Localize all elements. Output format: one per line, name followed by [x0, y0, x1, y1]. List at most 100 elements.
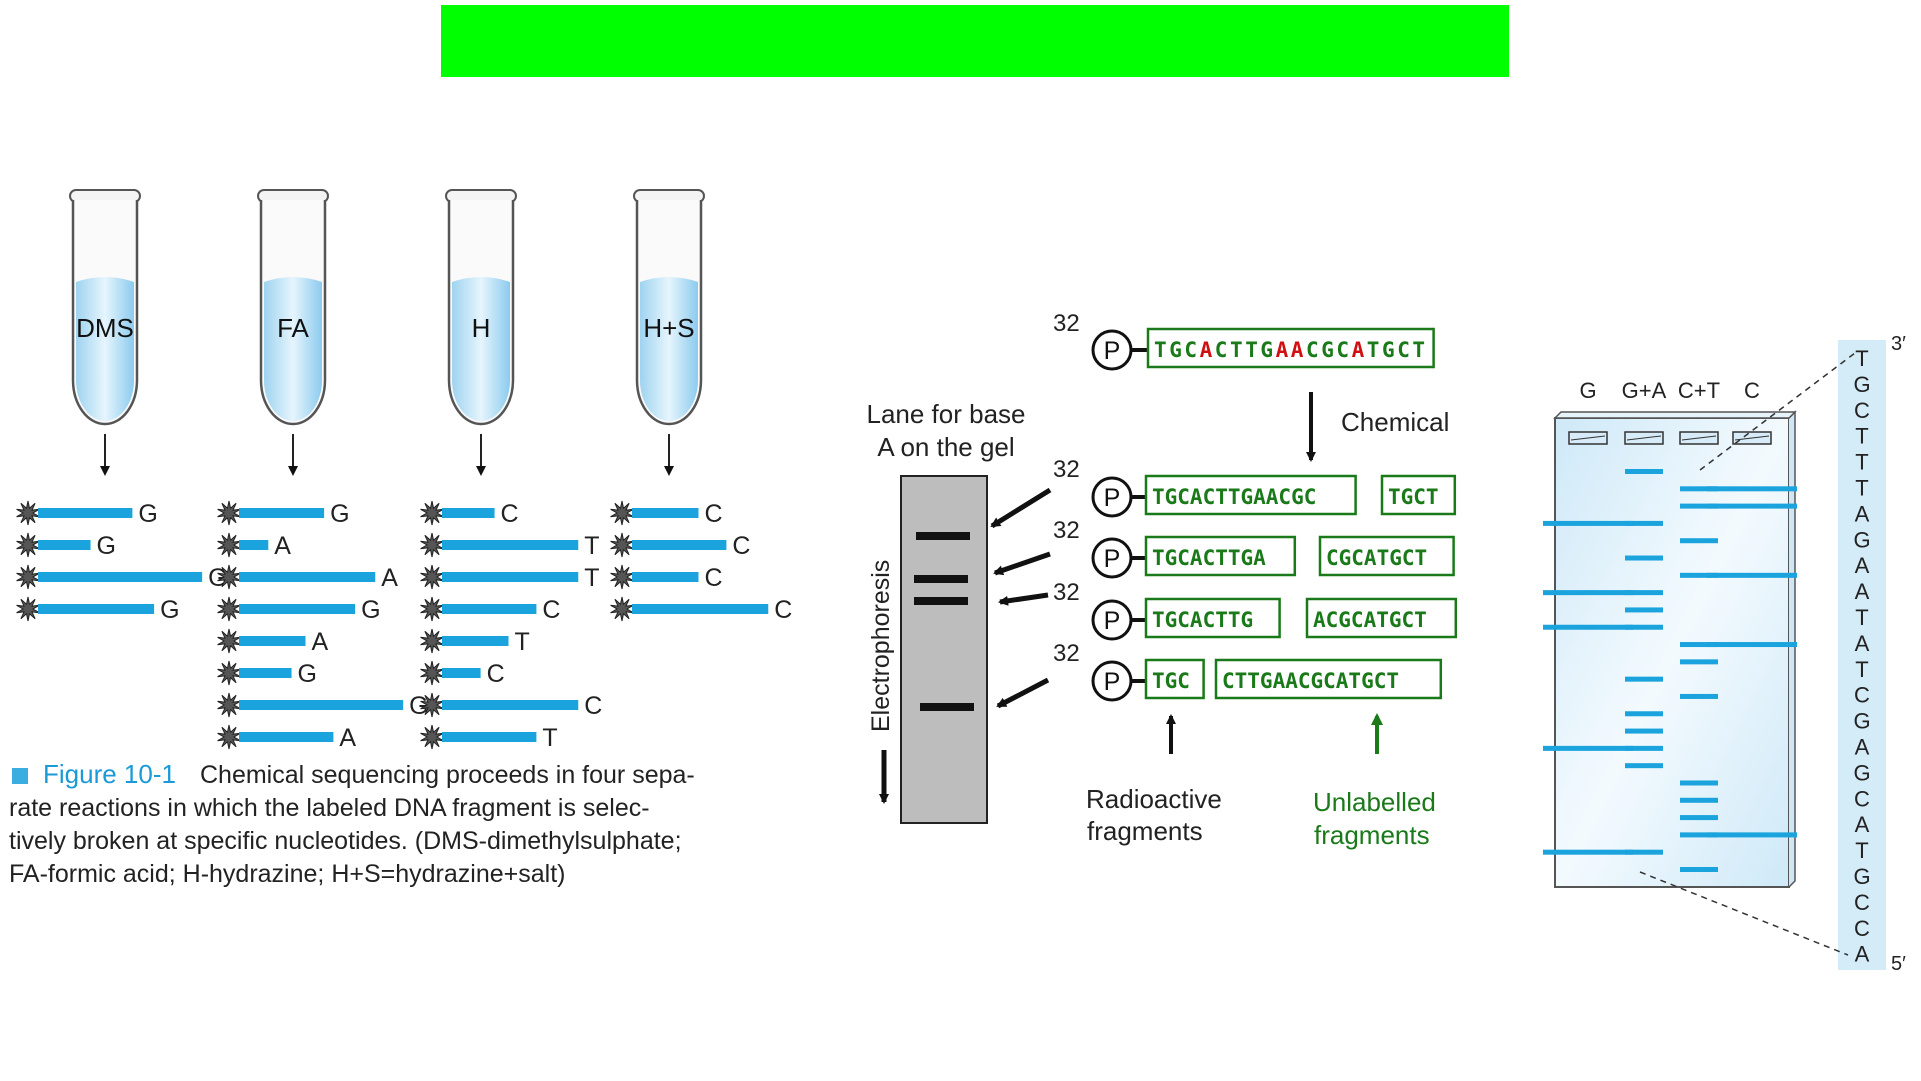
radiolabel-star-icon	[217, 500, 241, 526]
sequence-readout-base: C	[1854, 398, 1870, 423]
fragment-bar	[239, 732, 334, 742]
gel-band	[1625, 849, 1663, 855]
isotope-label: 32	[1053, 517, 1080, 544]
sequence-base: C	[1215, 338, 1228, 362]
fragment-bar	[442, 604, 537, 614]
gel-band	[1543, 849, 1633, 855]
gel-band	[1680, 659, 1718, 665]
gel-band	[1625, 676, 1663, 682]
sequence-readout-base: T	[1855, 838, 1868, 863]
band-pointer-arrow	[993, 551, 1051, 576]
sequence-readout-base: C	[1854, 916, 1870, 941]
caption-label: Figure 10-1	[43, 759, 176, 789]
radiolabel-star-icon	[420, 532, 444, 558]
electrophoresis-label: Electrophoresis	[867, 560, 895, 732]
dna-fragment: A	[217, 628, 329, 656]
gel-band	[920, 703, 974, 711]
unlabelled-label-line-2: fragments	[1314, 820, 1430, 850]
fragment-bar	[632, 572, 699, 582]
gel-band	[1625, 745, 1663, 751]
fragment-bar	[632, 540, 727, 550]
phosphate-label: P	[1104, 668, 1121, 696]
cleavage-diagram: Lane for base A on the gel Electrophores…	[866, 310, 1458, 850]
radiolabel-star-icon	[16, 564, 40, 590]
sequence-readout-base: T	[1855, 657, 1868, 682]
sequence-readout-base: A	[1855, 579, 1870, 604]
intact-fragment-box	[1146, 327, 1435, 369]
gel-band	[1707, 572, 1797, 578]
sequence-readout-base: T	[1855, 476, 1868, 501]
dna-fragment: G	[16, 532, 116, 560]
sequence-readout-column	[1838, 340, 1886, 970]
radiolabel-star-icon	[420, 628, 444, 654]
caption-line-1: Chemical sequencing proceeds in four sep…	[200, 761, 695, 789]
lane-label-line-2: A on the gel	[877, 432, 1014, 462]
dna-fragment: G	[16, 564, 228, 592]
fragment-base-label: G	[361, 596, 380, 624]
radiolabel-star-icon	[610, 500, 634, 526]
sequence-readout-base: A	[1855, 942, 1870, 967]
radioactive-label-line-2: fragments	[1087, 816, 1203, 846]
sequence-base: T	[1367, 338, 1380, 362]
gel-band	[1680, 572, 1718, 578]
fragment-base-label: T	[584, 532, 599, 560]
radiolabel-star-icon	[610, 596, 634, 622]
labeled-fragment-box	[1144, 597, 1281, 639]
band-pointer-arrow	[996, 677, 1050, 709]
gel-well-hatch	[1626, 435, 1662, 441]
radiolabel-star-icon	[217, 692, 241, 718]
gel-lane-label: G	[1579, 378, 1596, 403]
gel-band	[1707, 503, 1797, 509]
labeled-fragment-sequence: TGCACTTG	[1152, 608, 1253, 632]
fragment-base-label: G	[97, 532, 116, 560]
radiolabel-star-icon	[420, 500, 444, 526]
labeled-fragment-box	[1144, 658, 1205, 700]
sequence-readout-base: A	[1855, 553, 1870, 578]
sequence-base: G	[1321, 338, 1334, 362]
sequence-readout-base: T	[1855, 450, 1868, 475]
fragment-base-label: C	[705, 500, 723, 528]
gel-band	[914, 575, 968, 583]
gel-band	[1543, 745, 1633, 751]
isotope-label: 32	[1053, 579, 1080, 606]
fragment-base-label: C	[705, 564, 723, 592]
radiolabel-star-icon	[217, 564, 241, 590]
dna-fragment: G	[217, 596, 381, 624]
fragment-bar	[442, 508, 495, 518]
fragment-base-label: C	[584, 692, 602, 720]
dna-fragment: T	[420, 564, 600, 592]
fragment-bar	[239, 604, 356, 614]
gel-band	[1680, 832, 1718, 838]
gel-band	[916, 532, 970, 540]
radioactive-label-line-1: Radioactive	[1086, 784, 1222, 814]
radiolabel-star-icon	[217, 596, 241, 622]
gel-band	[1625, 763, 1663, 769]
unlabeled-fragment-box	[1305, 597, 1458, 639]
sequence-base: G	[1260, 338, 1273, 362]
dna-fragment: T	[420, 532, 600, 560]
gel-band	[914, 597, 968, 605]
unlabeled-fragment-sequence: ACGCATGCT	[1313, 608, 1427, 632]
sequence-base: T	[1412, 338, 1425, 362]
isotope-label: 32	[1053, 640, 1080, 667]
fragment-bar	[239, 572, 376, 582]
sequence-base: C	[1397, 338, 1410, 362]
dna-fragment: C	[420, 500, 519, 528]
fragment-bar	[442, 540, 579, 550]
sequence-readout-base: C	[1854, 890, 1870, 915]
labeled-fragment-sequence: TGCACTTGAACGC	[1152, 485, 1316, 509]
fragment-bar	[442, 572, 579, 582]
unlabeled-fragment-box	[1380, 474, 1457, 516]
fragment-bar	[632, 508, 699, 518]
gel-well-hatch	[1570, 435, 1606, 441]
tube-liquid	[452, 277, 510, 421]
fragment-bar	[38, 604, 155, 614]
